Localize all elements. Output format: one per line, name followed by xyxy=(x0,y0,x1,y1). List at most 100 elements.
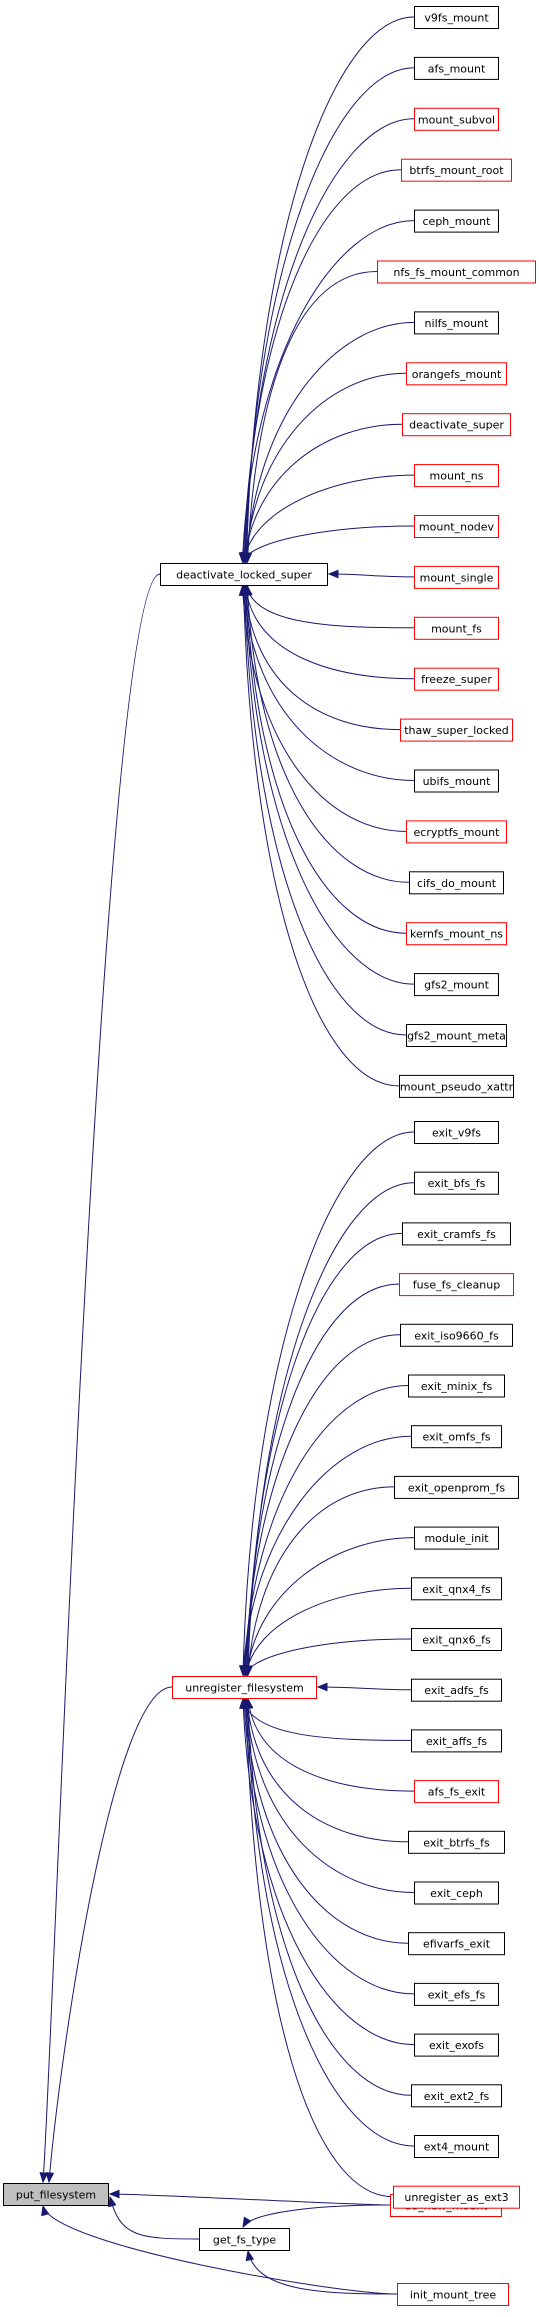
node-exit-openprom-fs[interactable]: exit_openprom_fs xyxy=(394,1475,519,1499)
call-edge xyxy=(239,1697,415,2046)
node-deactivate-locked-super[interactable]: deactivate_locked_super xyxy=(160,563,328,586)
edge-line xyxy=(244,585,407,1036)
edge-line xyxy=(242,220,415,563)
node-init-mount-tree[interactable]: init_mount_tree xyxy=(397,2283,509,2306)
node-exit-omfs-fs[interactable]: exit_omfs_fs xyxy=(411,1425,502,1449)
node-unregister-filesystem[interactable]: unregister_filesystem xyxy=(172,1676,317,1699)
node-exit-minix-fs[interactable]: exit_minix_fs xyxy=(408,1374,505,1398)
node-deactivate-super[interactable]: deactivate_super xyxy=(402,413,511,437)
edge-line xyxy=(246,1698,409,1843)
node-efivarfs-exit[interactable]: efivarfs_exit xyxy=(408,1932,505,1956)
node-box xyxy=(406,1024,507,1047)
node-ceph-mount[interactable]: ceph_mount xyxy=(414,209,499,233)
node-box xyxy=(411,1628,502,1651)
node-mount-pseudo-xattr[interactable]: mount_pseudo_xattr xyxy=(399,1074,514,1098)
call-edge xyxy=(108,2189,391,2206)
edge-line xyxy=(244,118,415,563)
node-label: efivarfs_exit xyxy=(423,1938,491,1951)
node-afs-fs-exit[interactable]: afs_fs_exit xyxy=(414,1780,499,1804)
edge-line xyxy=(42,2205,398,2295)
node-unregister-as-ext3[interactable]: unregister_as_ext3 xyxy=(393,2185,520,2209)
node-box xyxy=(199,2228,290,2251)
node-kernfs-mount-ns[interactable]: kernfs_mount_ns xyxy=(406,922,507,946)
node-box xyxy=(414,209,499,233)
node-exit-qnx6-fs[interactable]: exit_qnx6_fs xyxy=(411,1628,502,1651)
node-afs-mount[interactable]: afs_mount xyxy=(414,56,499,80)
call-edge xyxy=(243,584,410,883)
node-box xyxy=(414,667,499,691)
call-edge xyxy=(327,569,415,579)
call-edge xyxy=(244,584,415,629)
node-orangefs-mount[interactable]: orangefs_mount xyxy=(406,362,507,386)
call-edge xyxy=(241,1334,401,1677)
node-box xyxy=(399,1273,514,1297)
edge-line xyxy=(247,585,410,883)
node-label: mount_nodev xyxy=(419,521,495,534)
node-exit-cramfs-fs[interactable]: exit_cramfs_fs xyxy=(402,1222,511,1246)
node-ecryptfs-mount[interactable]: ecryptfs_mount xyxy=(406,820,507,844)
edge-line xyxy=(243,1385,409,1676)
node-ext4-mount[interactable]: ext4_mount xyxy=(414,2135,499,2158)
edge-arrowhead xyxy=(327,569,339,579)
node-thaw-super-locked[interactable]: thaw_super_locked xyxy=(400,718,513,742)
node-get-fs-type[interactable]: get_fs_type xyxy=(199,2228,290,2251)
node-fuse-fs-cleanup[interactable]: fuse_fs_cleanup xyxy=(399,1273,514,1297)
node-box xyxy=(414,1526,499,1550)
node-mount-single[interactable]: mount_single xyxy=(414,565,499,589)
call-edge xyxy=(242,1697,415,2147)
node-mount-fs[interactable]: mount_fs xyxy=(414,616,499,640)
node-put-filesystem[interactable]: put_filesystem xyxy=(3,2183,109,2206)
node-label: mount_subvol xyxy=(418,113,495,126)
node-label: exit_btrfs_fs xyxy=(423,1836,490,1849)
node-mount-subvol[interactable]: mount_subvol xyxy=(414,107,499,131)
node-exit-efs-fs[interactable]: exit_efs_fs xyxy=(414,1982,499,2006)
edge-arrowhead xyxy=(244,1664,253,1677)
node-btrfs-mount-root[interactable]: btrfs_mount_root xyxy=(401,158,512,182)
node-gfs2-mount[interactable]: gfs2_mount xyxy=(414,973,499,997)
node-exit-iso9660-fs[interactable]: exit_iso9660_fs xyxy=(400,1323,513,1347)
node-nilfs-mount[interactable]: nilfs_mount xyxy=(414,311,499,335)
node-exit-btrfs-fs[interactable]: exit_btrfs_fs xyxy=(408,1830,505,1854)
edge-line xyxy=(245,1587,412,1676)
node-cifs-do-mount[interactable]: cifs_do_mount xyxy=(409,871,504,895)
node-module-init[interactable]: module_init xyxy=(414,1526,499,1550)
node-label: put_filesystem xyxy=(16,2189,96,2202)
node-ubifs-mount[interactable]: ubifs_mount xyxy=(414,769,499,793)
node-label: btrfs_mount_root xyxy=(409,164,504,177)
node-mount-ns[interactable]: mount_ns xyxy=(414,464,499,488)
node-box xyxy=(414,1121,499,1144)
node-box xyxy=(414,2033,499,2057)
node-box xyxy=(414,565,499,589)
node-freeze-super[interactable]: freeze_super xyxy=(414,667,499,691)
node-exit-bfs-fs[interactable]: exit_bfs_fs xyxy=(414,1171,499,1195)
node-gfs2-mount-meta[interactable]: gfs2_mount_meta xyxy=(406,1024,507,1047)
call-edge xyxy=(243,1537,415,1677)
node-box xyxy=(414,973,499,997)
node-box xyxy=(414,107,499,131)
edge-line xyxy=(244,1698,409,1944)
node-exit-exofs[interactable]: exit_exofs xyxy=(414,2033,499,2057)
call-edge xyxy=(243,1587,412,1677)
node-box xyxy=(406,922,507,946)
node-box xyxy=(411,1425,502,1449)
node-label: exit_ext2_fs xyxy=(424,2090,490,2103)
edge-line xyxy=(243,1698,415,1995)
node-exit-qnx4-fs[interactable]: exit_qnx4_fs xyxy=(411,1577,502,1601)
edge-arrowhead xyxy=(39,2172,49,2184)
call-edge xyxy=(238,1131,415,1677)
call-edge xyxy=(243,271,378,564)
node-v9fs-mount[interactable]: v9fs_mount xyxy=(414,6,499,29)
node-mount-nodev[interactable]: mount_nodev xyxy=(414,515,499,538)
edge-arrowhead xyxy=(241,551,250,564)
node-exit-v9fs[interactable]: exit_v9fs xyxy=(414,1121,499,1144)
node-exit-ceph[interactable]: exit_ceph xyxy=(414,1881,499,1905)
node-exit-ext2-fs[interactable]: exit_ext2_fs xyxy=(411,2084,502,2108)
node-nfs-fs-mount-common[interactable]: nfs_fs_mount_common xyxy=(377,260,536,284)
node-label: thaw_super_locked xyxy=(404,724,509,737)
node-exit-affs-fs[interactable]: exit_affs_fs xyxy=(411,1729,502,1753)
node-box xyxy=(408,1830,505,1854)
node-label: ext4_mount xyxy=(424,2141,490,2154)
node-box xyxy=(414,56,499,80)
node-exit-adfs-fs[interactable]: exit_adfs_fs xyxy=(411,1678,502,1702)
